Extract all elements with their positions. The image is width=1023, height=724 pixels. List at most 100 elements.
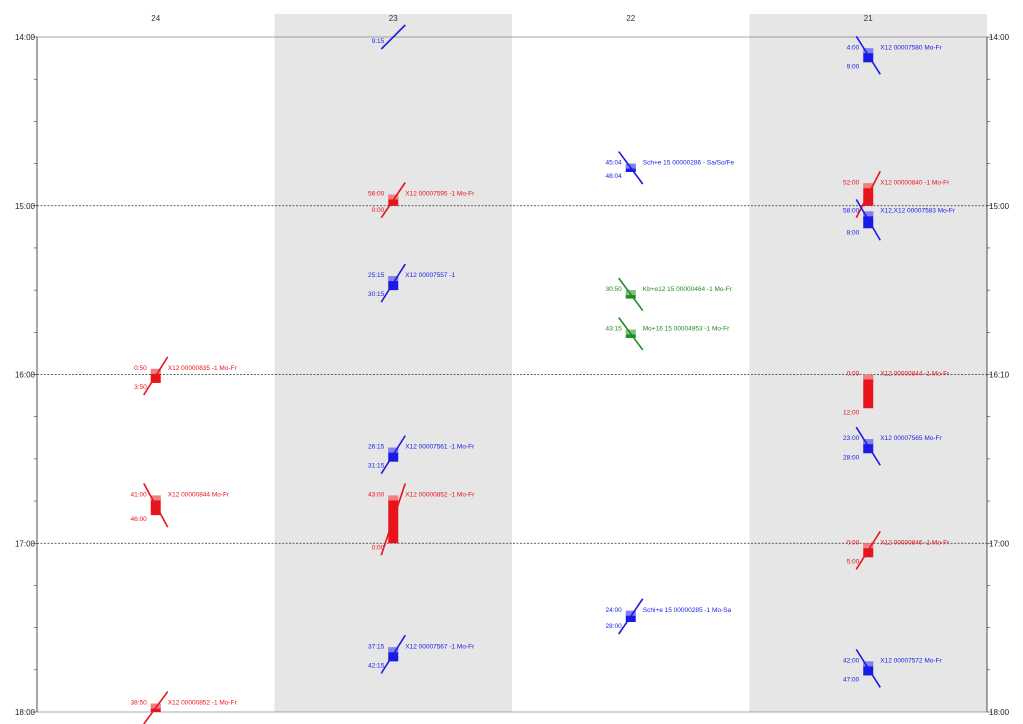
event-slope-line	[380, 435, 406, 475]
column-shade-3	[749, 14, 987, 712]
event-time-top: 42:00	[843, 657, 860, 664]
y-tick-left-2: 16:00	[15, 371, 36, 380]
event-2: 38:50 X12 00000852 -1 Mo-Fr	[130, 691, 238, 724]
event-label: X12 00007557 -1	[405, 272, 455, 279]
event-time-top: 38:50	[130, 700, 147, 707]
event-block-hatch	[150, 703, 161, 709]
event-time-bottom: 3:50	[134, 384, 147, 391]
event-slope-line	[380, 24, 406, 50]
event-label: X12 00000852 -1 Mo-Fr	[168, 700, 238, 707]
event-slope-line	[143, 356, 169, 396]
column-header-22: 22	[626, 14, 635, 23]
event-time-bottom: 28:00	[605, 623, 622, 630]
event-time-bottom: 0:00	[372, 544, 385, 551]
event-time-bottom: 47:00	[843, 676, 860, 683]
event-block-hatch	[388, 647, 399, 653]
event-3: 9:15	[372, 24, 406, 50]
column-headers: 24 23 22 21	[151, 14, 873, 23]
event-slope-line	[855, 648, 881, 688]
event-slope-line	[143, 691, 169, 724]
event-time-top: 26:15	[368, 444, 385, 451]
event-time-top: 56:00	[368, 191, 385, 198]
event-slope-line	[855, 198, 881, 241]
y-tick-right-1: 15:00	[989, 202, 1010, 211]
column-header-24: 24	[151, 14, 160, 23]
event-time-top: 43:15	[605, 326, 622, 333]
y-tick-labels: 14:0015:0016:0017:0018:0014:0015:0016:10…	[15, 33, 1010, 717]
event-label: X12 00007572 Mo-Fr	[880, 657, 942, 664]
event-block-hatch	[150, 368, 161, 374]
event-block-hatch	[625, 329, 636, 335]
y-tick-left-0: 14:00	[15, 33, 36, 42]
column-header-23: 23	[389, 14, 398, 23]
event-label: X12 00007565 Mo-Fr	[880, 435, 942, 442]
event-time-bottom: 31:15	[368, 463, 385, 470]
event-4: 56:00 0:00 X12 00007595 -1 Mo-Fr	[368, 182, 475, 219]
event-slope-line	[618, 598, 644, 635]
event-block-hatch	[863, 374, 874, 380]
event-block-hatch	[625, 290, 636, 296]
y-tick-left-1: 15:00	[15, 202, 36, 211]
event-label: X12 00007595 -1 Mo-Fr	[405, 191, 475, 198]
event-time-bottom: 8:00	[847, 229, 860, 236]
event-time-bottom: 46:00	[130, 516, 147, 523]
event-time-top: 37:15	[368, 643, 385, 650]
event-time-top: 43:00	[368, 491, 385, 498]
event-block-hatch	[863, 543, 874, 549]
event-slope-line	[855, 530, 881, 570]
axes	[32, 36, 992, 713]
event-time-bottom: 9:15	[372, 38, 385, 45]
event-label: X12 00000840 -1 Mo-Fr	[880, 179, 950, 186]
y-tick-right-4: 18:00	[989, 708, 1010, 717]
event-label: X12 00000852 -1 Mo-Fr	[405, 491, 475, 498]
column-shade-1	[274, 14, 512, 712]
event-time-bottom: 0:00	[372, 207, 385, 214]
column-header-21: 21	[864, 14, 873, 23]
event-time-top: 25:15	[368, 272, 385, 279]
column-shading	[274, 14, 987, 712]
event-time-top: 0:00	[847, 539, 860, 546]
event-slope-line	[618, 317, 644, 351]
event-time-top: 4:00	[847, 44, 860, 51]
event-time-top: 0:00	[847, 371, 860, 378]
event-time-top: 30:50	[605, 286, 622, 293]
event-7: 43:00 0:00 X12 00000852 -1 Mo-Fr	[368, 483, 475, 556]
y-tick-right-3: 17:00	[989, 539, 1010, 548]
event-label: X12 00007580 Mo-Fr	[880, 44, 942, 51]
event-block	[863, 374, 874, 409]
event-19: 42:00 47:00 X12 00007572 Mo-Fr	[843, 648, 943, 688]
event-slope-line	[855, 426, 881, 466]
event-time-bottom: 28:00	[843, 454, 860, 461]
event-block-hatch	[863, 439, 874, 445]
event-13: 4:00 9:00 X12 00007580 Mo-Fr	[847, 35, 943, 75]
event-block-hatch	[863, 183, 874, 189]
event-block-hatch	[625, 610, 636, 616]
y-tick-left-3: 17:00	[15, 539, 36, 548]
event-slope-line	[618, 151, 644, 185]
event-label: X12 00000846 -1 Mo-Fr	[880, 539, 950, 546]
y-tick-right-2: 16:10	[989, 371, 1010, 380]
event-time-top: 52:00	[843, 179, 860, 186]
event-14: 52:00 X12 00000840 -1 Mo-Fr	[843, 170, 950, 219]
event-block-hatch	[863, 48, 874, 54]
event-block-hatch	[625, 163, 636, 169]
event-label: X12,X12 00007583 Mo-Fr	[880, 207, 956, 214]
event-slope-line	[855, 35, 881, 75]
hour-gridlines	[37, 205, 987, 544]
event-label: Schi+e 15 00000285 -1 Mo-Sa	[643, 607, 732, 614]
event-block-hatch	[388, 194, 399, 200]
event-block-hatch	[388, 276, 399, 282]
event-label: X12 00000844 Mo-Fr	[168, 491, 230, 498]
event-slope-line	[618, 277, 644, 312]
event-time-bottom: 9:00	[847, 63, 860, 70]
